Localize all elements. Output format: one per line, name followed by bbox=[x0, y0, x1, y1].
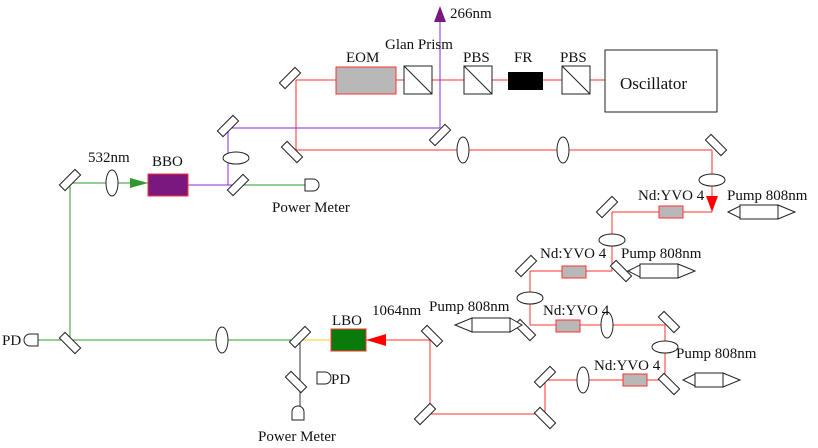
lens-532 bbox=[105, 169, 119, 197]
mirror-stage4-left bbox=[533, 365, 557, 389]
label-ndyvo4-4: Nd:YVO 4 bbox=[594, 358, 661, 374]
mirror-bottom-left bbox=[413, 402, 437, 426]
mirror-bottom-right bbox=[533, 406, 557, 430]
green-beam-path bbox=[38, 182, 305, 341]
mirror-stage1 bbox=[595, 195, 619, 219]
mirror-return bbox=[280, 140, 304, 164]
label-power-meter-bottom: Power Meter bbox=[258, 429, 336, 445]
oscillator-box bbox=[604, 49, 718, 113]
mirror-lbo-in bbox=[288, 325, 312, 349]
pd-left-detector bbox=[23, 333, 39, 347]
power-meter-top bbox=[304, 178, 320, 192]
lens-stage4 bbox=[576, 366, 590, 394]
label-pump-1: Pump 808nm bbox=[727, 188, 808, 204]
lens-stage1 bbox=[598, 233, 626, 247]
label-pump-2: Pump 808nm bbox=[621, 246, 702, 262]
label-power-meter-top: Power Meter bbox=[272, 200, 350, 216]
lens-stage3-down bbox=[651, 340, 679, 354]
top-chain bbox=[335, 49, 718, 113]
label-pd-left: PD bbox=[2, 333, 21, 349]
lens-pump1-relay bbox=[698, 173, 726, 187]
mirrors bbox=[58, 66, 728, 430]
mirror-green-top bbox=[58, 168, 82, 192]
labels: 266nm EOM Glan Prism PBS FR PBS Oscillat… bbox=[2, 6, 808, 445]
mirror-right-top bbox=[704, 133, 728, 157]
ndyvo4-crystal-4 bbox=[622, 373, 648, 387]
mirror-stage4-right bbox=[657, 372, 681, 396]
lens-return-2 bbox=[556, 136, 570, 164]
faraday-rotator bbox=[508, 72, 543, 90]
lens-stage3 bbox=[600, 311, 614, 339]
lens-stage2 bbox=[516, 291, 544, 305]
label-fr: FR bbox=[514, 50, 532, 66]
mirror-stage2-dichroic bbox=[609, 259, 633, 283]
label-ndyvo4-1: Nd:YVO 4 bbox=[638, 188, 705, 204]
mirror-uv-steer bbox=[216, 114, 240, 138]
mirror-green-bottom bbox=[58, 331, 82, 355]
pbs-1 bbox=[463, 65, 493, 95]
label-oscillator: Oscillator bbox=[620, 74, 687, 93]
eom-box bbox=[335, 66, 397, 95]
mirror-pd-split bbox=[284, 370, 308, 394]
lens-return-1 bbox=[456, 136, 470, 164]
label-1064nm: 1064nm bbox=[372, 303, 422, 319]
lens-green-bottom bbox=[215, 326, 229, 354]
ndyvo4-crystal-3 bbox=[555, 319, 581, 333]
label-pbs-2: PBS bbox=[560, 50, 587, 66]
label-pd-bottom: PD bbox=[331, 372, 350, 388]
label-bbo: BBO bbox=[152, 154, 183, 170]
lens-uv bbox=[222, 151, 250, 165]
mirror-bbo-out bbox=[226, 173, 250, 197]
label-266nm: 266nm bbox=[450, 6, 492, 22]
lenses bbox=[105, 136, 726, 394]
label-ndyvo4-2: Nd:YVO 4 bbox=[540, 246, 607, 262]
ir-beam-path bbox=[295, 79, 713, 415]
label-pbs-1: PBS bbox=[463, 50, 490, 66]
mirror-stage3-right bbox=[657, 310, 681, 334]
green-arrow-532 bbox=[130, 178, 148, 188]
power-meter-bottom bbox=[291, 405, 305, 421]
label-eom: EOM bbox=[346, 50, 379, 66]
ndyvo4-crystal-2 bbox=[561, 265, 587, 279]
pd-bottom-detector bbox=[316, 371, 332, 385]
mirror-to-lbo bbox=[420, 324, 444, 348]
lbo-crystal bbox=[330, 328, 367, 352]
red-arrow-lbo bbox=[366, 334, 386, 346]
label-lbo: LBO bbox=[332, 313, 362, 329]
pump-module-4 bbox=[681, 372, 742, 388]
pump-module-2 bbox=[626, 263, 697, 279]
label-532nm: 532nm bbox=[88, 150, 130, 166]
uv-output-arrow bbox=[434, 6, 446, 22]
glan-prism bbox=[403, 65, 433, 95]
ndyvo4-crystal-1 bbox=[658, 205, 684, 219]
label-glan-prism: Glan Prism bbox=[385, 37, 453, 53]
mirror-stage2 bbox=[514, 254, 538, 278]
bbo-crystal bbox=[147, 173, 189, 197]
pbs-2 bbox=[561, 65, 591, 95]
pump-module-3 bbox=[453, 317, 523, 333]
mirror-top-left bbox=[278, 66, 302, 90]
pump-module-1 bbox=[726, 204, 797, 220]
label-ndyvo4-3: Nd:YVO 4 bbox=[543, 303, 610, 319]
label-pump-3: Pump 808nm bbox=[429, 299, 510, 315]
label-pump-4: Pump 808nm bbox=[676, 346, 757, 362]
red-arrow-pump1 bbox=[706, 196, 718, 212]
mirror-glan-out bbox=[428, 123, 452, 147]
